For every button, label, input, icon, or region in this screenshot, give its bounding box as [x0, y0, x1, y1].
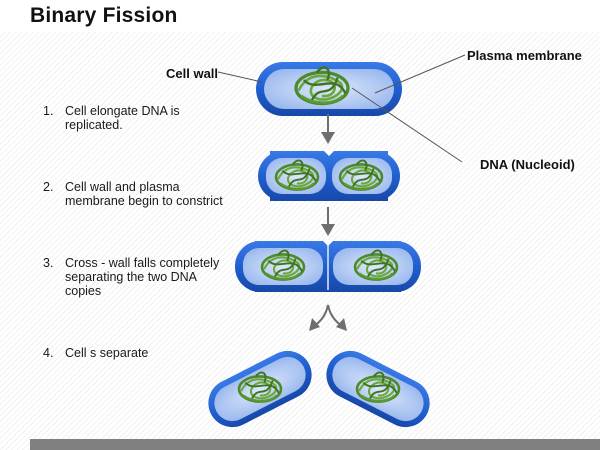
step-text: Cross - wall falls completely separating…	[65, 256, 220, 298]
leader-line-plasma-membrane	[374, 54, 466, 94]
label-cell-wall: Cell wall	[166, 66, 219, 81]
step-number: 3.	[43, 256, 54, 270]
split-arrows-icon	[309, 304, 347, 331]
step-number: 4.	[43, 346, 54, 360]
cell-stage-2	[258, 150, 400, 201]
arrow-down-icon	[321, 114, 335, 144]
cell-stage-3	[235, 240, 421, 292]
footer-bar	[30, 439, 600, 450]
leader-line-dna	[351, 87, 463, 163]
cell-stage-4-right	[326, 350, 430, 428]
label-plasma-membrane: Plasma membrane	[467, 48, 582, 63]
cell-stage-4-left	[208, 350, 312, 428]
arrow-down-icon	[321, 207, 335, 236]
cell-stage-1	[256, 62, 402, 116]
page-title: Binary Fission	[30, 4, 178, 27]
leader-line-cell-wall	[217, 71, 263, 83]
label-dna: DNA (Nucleoid)	[480, 157, 575, 172]
step-text: Cell elongate DNA is replicated.	[65, 104, 180, 132]
step-number: 1.	[43, 104, 54, 118]
step-number: 2.	[43, 180, 54, 194]
step-text: Cell s separate	[65, 346, 149, 360]
step-text: Cell wall and plasma membrane begin to c…	[65, 180, 223, 208]
